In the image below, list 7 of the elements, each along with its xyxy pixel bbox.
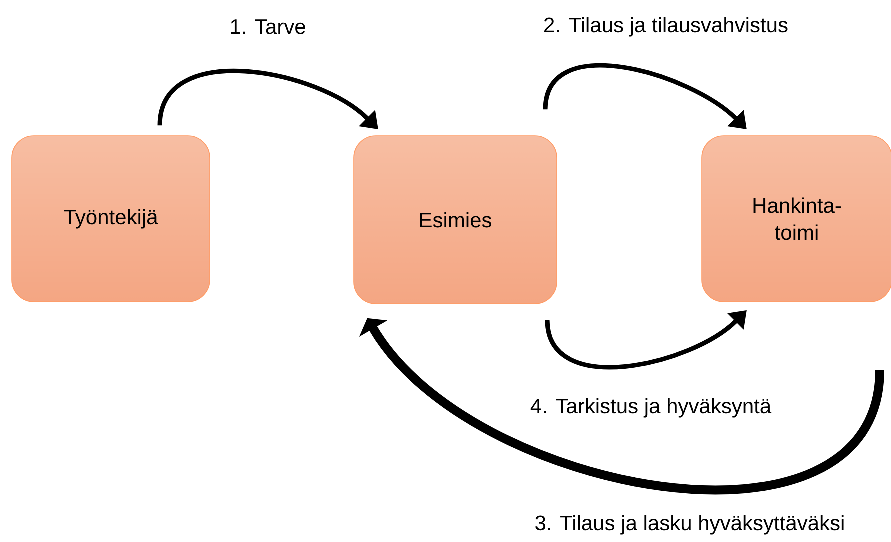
edge-label: 1. Tarve: [231, 20, 306, 34]
edge-label: 3. Tilaus ja lasku hyväksyttäväksi: [536, 515, 844, 535]
process-box: Esimies: [354, 136, 558, 304]
edge-label: 4. Tarkistus ja hyväksyntä: [530, 398, 772, 418]
process-box: Työntekijä: [12, 136, 210, 302]
process-box: Hankinta- toimi: [702, 136, 891, 302]
edge-label: 2. Tilaus ja tilausvahvistus: [544, 17, 788, 37]
